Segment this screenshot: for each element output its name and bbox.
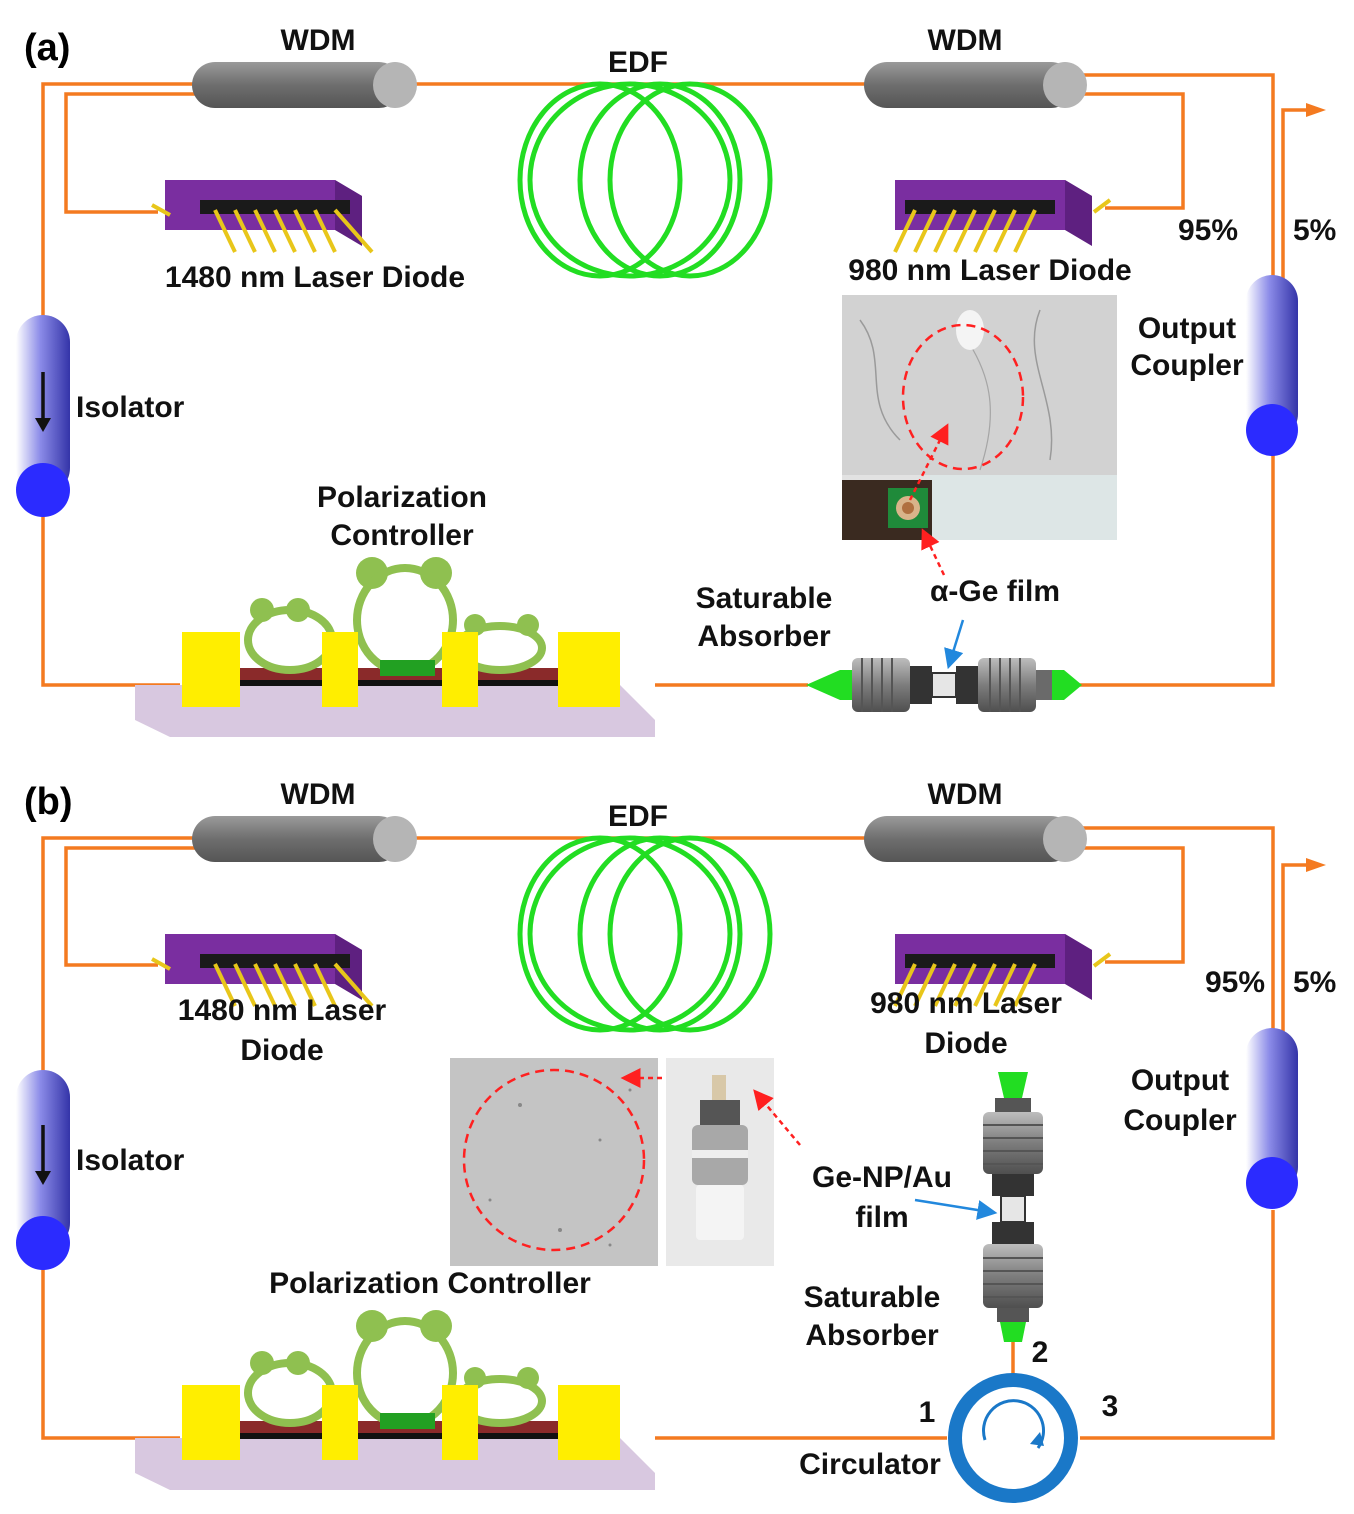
circulator [948, 1373, 1078, 1503]
sa-label-b2: Absorber [805, 1319, 939, 1352]
ratio-5-label: 5% [1293, 214, 1336, 247]
fc-connector-photo [666, 1058, 774, 1266]
ratio-5-label-b: 5% [1293, 966, 1336, 999]
wdm-right-b [864, 816, 1087, 862]
laser-980-label-b2: Diode [924, 1027, 1007, 1060]
film-label: α-Ge film [930, 575, 1060, 608]
ratio-95-label-b: 95% [1205, 966, 1265, 999]
fiber-ring-b [41, 826, 1315, 1440]
panel-a-tag: (a) [24, 27, 70, 69]
laser-1480-label-b2: Diode [240, 1034, 323, 1067]
sa-label-2: Absorber [697, 620, 831, 653]
saturable-absorber-b [983, 1072, 1043, 1342]
laser-1480-label: 1480 nm Laser Diode [165, 261, 465, 294]
film-label-b1: Ge-NP/Au [812, 1161, 952, 1194]
laser-diode-1480-b [151, 934, 374, 1008]
wdm-left-label: WDM [281, 24, 356, 57]
output-arrow-icon [1306, 103, 1326, 117]
wdm-right-a [864, 62, 1087, 108]
isolator-label: Isolator [76, 391, 185, 424]
panel-a: (a) WDM WDM [16, 24, 1336, 737]
wdm-left-label-b: WDM [281, 778, 356, 811]
edf-coil-b [517, 835, 773, 1033]
isolator-a [16, 315, 70, 517]
down-arrow-icon-b [35, 1171, 51, 1185]
edf-label: EDF [608, 46, 668, 79]
ge-np-film-photo [450, 1058, 658, 1266]
port-2-label: 2 [1032, 1336, 1049, 1369]
laser-diode-980-a [893, 180, 1112, 253]
film-label-b2: film [855, 1201, 908, 1234]
panel-b: (b) WDM WDM ED [16, 778, 1336, 1503]
film-photo-pointer [921, 528, 946, 576]
output-coupler-a [1246, 275, 1298, 456]
wdm-right-label: WDM [928, 24, 1003, 57]
output-coupler-b [1246, 1028, 1298, 1209]
red-dashed-circle-b [462, 1068, 646, 1252]
output-arrow-icon-b [1306, 858, 1326, 872]
laser-diode-980-b [893, 934, 1112, 1007]
pc-label-2: Controller [330, 519, 474, 552]
isolator-b [16, 1070, 70, 1270]
circulator-label: Circulator [799, 1448, 941, 1481]
pc-label-b: Polarization Controller [269, 1267, 591, 1300]
ratio-95-label: 95% [1178, 214, 1238, 247]
down-arrow-icon [35, 418, 51, 432]
film-pointer-arrow [944, 619, 965, 670]
edf-coil-a [517, 81, 773, 279]
polarization-controller-a [135, 557, 655, 737]
sa-label-b1: Saturable [804, 1281, 941, 1314]
wdm-right-label-b: WDM [928, 778, 1003, 811]
output-coupler-label-1: Output [1138, 312, 1236, 345]
panel-b-tag: (b) [24, 781, 73, 823]
output-coupler-label-2: Coupler [1130, 349, 1244, 382]
wdm-left-a [192, 62, 417, 108]
laser-980-label: 980 nm Laser Diode [848, 254, 1131, 287]
pc-label-1: Polarization [317, 481, 487, 514]
wdm-left-b [192, 816, 417, 862]
sa-label-1: Saturable [696, 582, 833, 615]
output-coupler-label-b1: Output [1131, 1064, 1229, 1097]
port-3-label: 3 [1102, 1390, 1119, 1423]
red-dashed-circle [901, 323, 1025, 471]
saturable-absorber-a [806, 658, 1082, 712]
port-1-label: 1 [919, 1396, 936, 1429]
connector-link-arrow [753, 1089, 801, 1146]
alpha-ge-film-photo [842, 295, 1117, 540]
polarization-controller-b [135, 1310, 655, 1490]
output-coupler-label-b2: Coupler [1123, 1104, 1237, 1137]
laser-diode-1480-a [151, 180, 374, 254]
edf-label-b: EDF [608, 800, 668, 833]
isolator-label-b: Isolator [76, 1144, 185, 1177]
laser-980-label-b1: 980 nm Laser [870, 987, 1062, 1020]
clockwise-arrow-icon [982, 1399, 1046, 1449]
film-pointer-arrow-b [914, 1198, 998, 1220]
laser-1480-label-b1: 1480 nm Laser [178, 994, 387, 1027]
